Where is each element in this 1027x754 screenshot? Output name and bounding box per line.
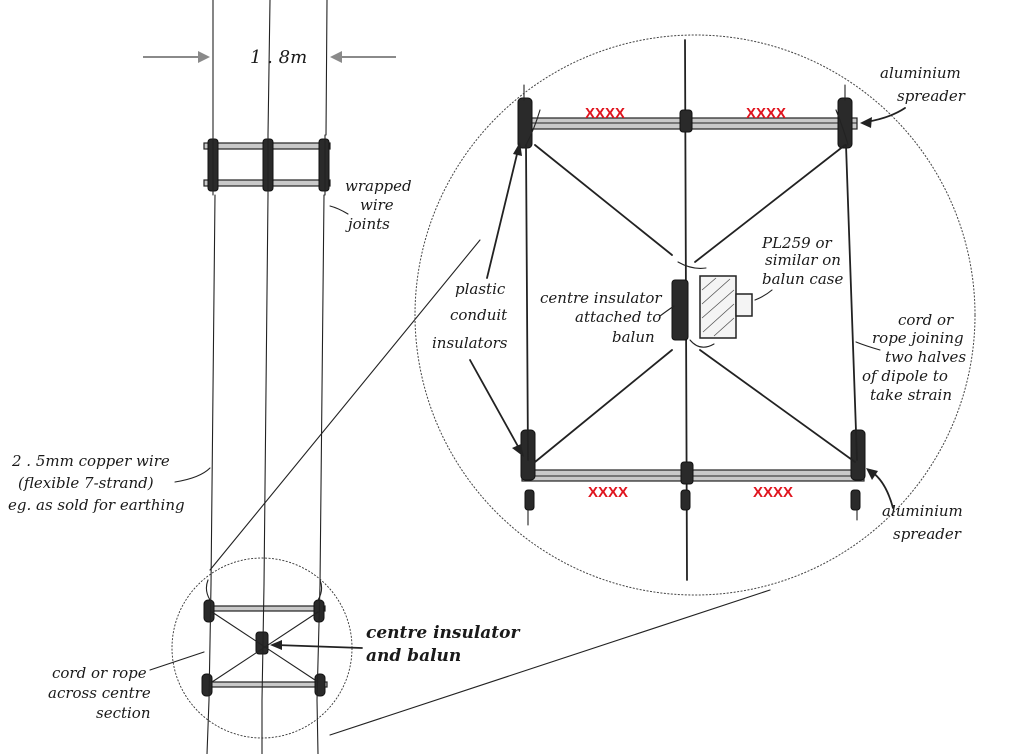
svg-text:2 . 5mm copper wire: 2 . 5mm copper wire — [11, 452, 170, 470]
pl259-connector — [735, 293, 753, 317]
overall-antenna-view: 1 . 8m wrapped wire — [8, 0, 771, 754]
diagonal-wires — [534, 144, 856, 463]
svg-text:take strain: take strain — [870, 386, 952, 404]
svg-text:section: section — [96, 704, 151, 722]
svg-text:of dipole to: of dipole to — [862, 367, 948, 385]
svg-text:wrapped: wrapped — [345, 177, 412, 195]
redaction-marks: XXXX XXXX XXXX XXXX — [585, 105, 793, 501]
svg-text:balun: balun — [612, 328, 655, 346]
svg-text:aluminium: aluminium — [880, 64, 961, 82]
plastic-conduit-label: plastic conduit insulators — [432, 142, 524, 457]
cord-rope-joining-label: cord or rope joining two halves of dipol… — [855, 311, 966, 404]
svg-text:centre insulator: centre insulator — [366, 623, 520, 643]
magnification-lines — [209, 239, 771, 736]
svg-text:wire: wire — [360, 196, 394, 214]
svg-text:attached to: attached to — [575, 308, 661, 326]
centre-insulator-attached-label: centre insulator attached to balun — [540, 289, 675, 346]
svg-text:PL259 or: PL259 or — [761, 234, 832, 252]
svg-text:rope joining: rope joining — [872, 329, 964, 347]
svg-text:across centre: across centre — [48, 684, 151, 702]
top-joint-section — [203, 134, 331, 196]
svg-text:cord or: cord or — [898, 311, 954, 329]
redaction-top-left: XXXX — [585, 105, 625, 122]
copper-wire-label: 2 . 5mm copper wire (flexible 7-strand) … — [8, 452, 211, 514]
enlarged-centre-view: XXXX XXXX XXXX XXXX aluminium spreader P… — [414, 34, 976, 596]
bottom-spreader — [520, 429, 866, 511]
width-label: 1 . 8m — [250, 47, 307, 68]
svg-text:eg. as sold for earthing: eg. as sold for earthing — [8, 496, 185, 514]
pl259-label: PL259 or similar on balun case — [754, 234, 843, 301]
svg-text:conduit: conduit — [450, 306, 508, 324]
centre-section-circle — [171, 557, 353, 739]
svg-text:plastic: plastic — [455, 280, 506, 298]
aluminium-spreader-bottom-label: aluminium spreader — [866, 468, 963, 543]
vertical-wires — [206, 0, 328, 754]
redaction-bottom-right: XXXX — [753, 484, 793, 501]
centre-insulator-and-balun — [671, 261, 753, 348]
cord-rope-centre-label: cord or rope across centre section — [48, 651, 205, 722]
svg-text:spreader: spreader — [893, 525, 962, 543]
svg-text:two halves: two halves — [885, 348, 966, 366]
wrapped-joints-label: wrapped wire joints — [329, 177, 412, 233]
redaction-top-right: XXXX — [746, 105, 786, 122]
svg-text:(flexible 7-strand): (flexible 7-strand) — [18, 474, 154, 492]
redaction-bottom-left: XXXX — [588, 484, 628, 501]
svg-text:aluminium: aluminium — [882, 502, 963, 520]
svg-text:and balun: and balun — [366, 646, 461, 666]
svg-text:similar on: similar on — [765, 251, 841, 269]
centre-insulator-balun-label: centre insulator and balun — [270, 623, 520, 666]
svg-text:insulators: insulators — [432, 334, 508, 352]
svg-text:balun case: balun case — [762, 270, 843, 288]
width-dimension: 1 . 8m — [143, 47, 396, 68]
svg-text:centre insulator: centre insulator — [540, 289, 662, 307]
svg-text:spreader: spreader — [897, 87, 966, 105]
svg-text:cord or rope: cord or rope — [52, 664, 147, 682]
svg-text:joints: joints — [345, 215, 390, 233]
top-spreader — [517, 97, 858, 149]
aluminium-spreader-top-label: aluminium spreader — [860, 64, 966, 128]
